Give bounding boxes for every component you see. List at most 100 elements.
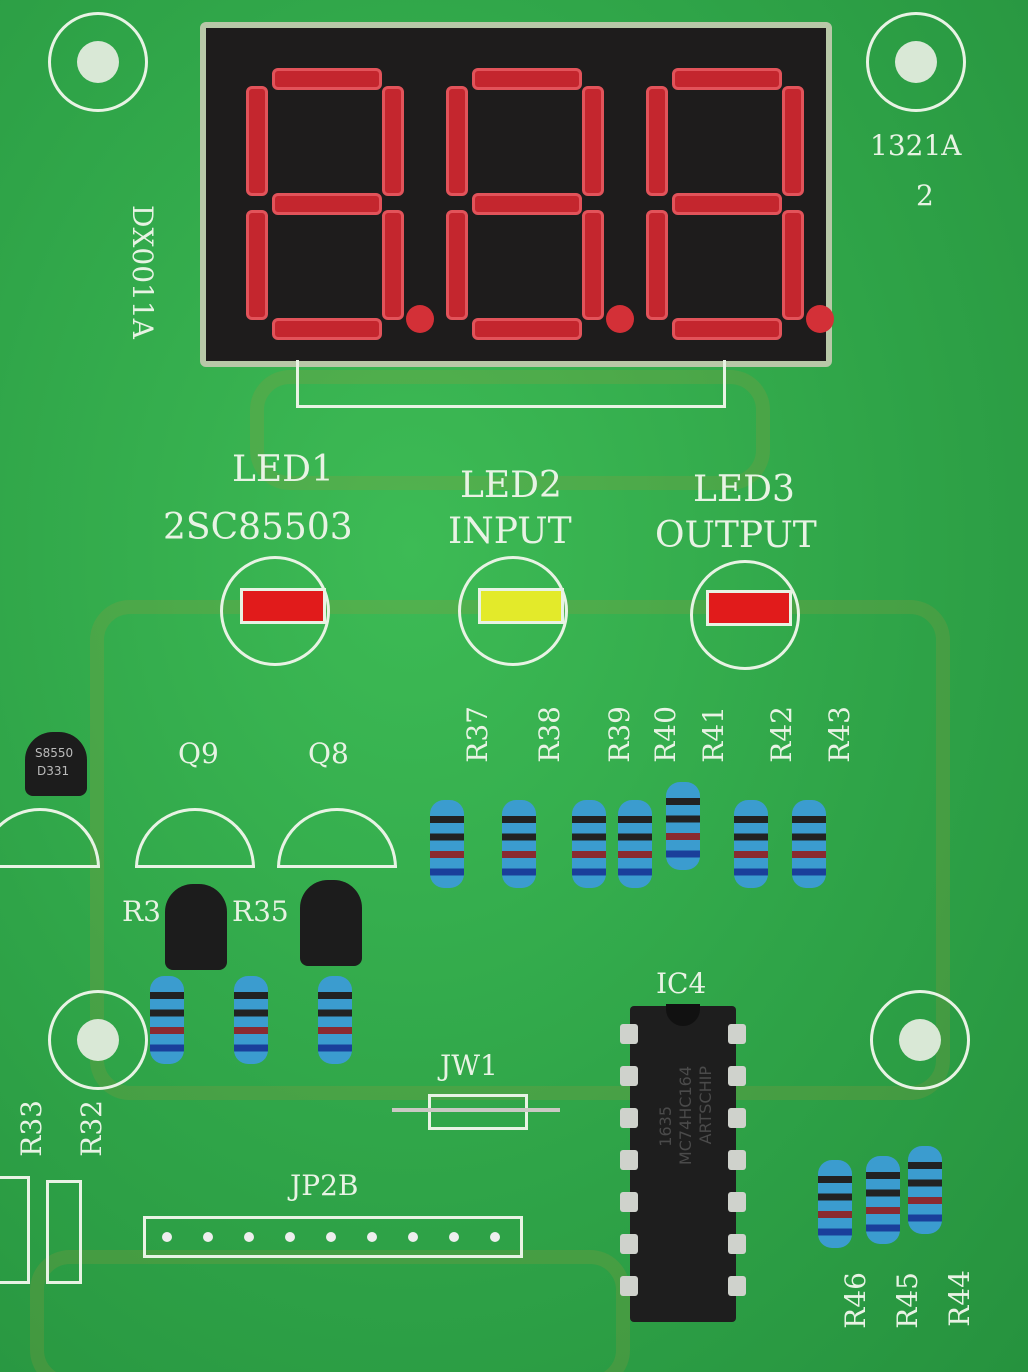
part-number: DX0011A bbox=[126, 205, 159, 339]
display-digit bbox=[242, 68, 434, 340]
r44-designator: R44 bbox=[943, 1270, 976, 1327]
resistor-designator: R38 bbox=[533, 706, 566, 763]
r33-designator: R33 bbox=[15, 1100, 48, 1157]
r33-outline bbox=[0, 1176, 30, 1284]
mounting-hole bbox=[48, 12, 148, 112]
header-pin bbox=[285, 1232, 295, 1242]
resistor-designator: R41 bbox=[697, 706, 730, 763]
resistor bbox=[866, 1156, 900, 1244]
mounting-hole bbox=[866, 12, 966, 112]
ic-notch bbox=[666, 1004, 700, 1026]
led2-yellow bbox=[478, 588, 564, 624]
display-outline bbox=[296, 360, 726, 408]
segment bbox=[672, 68, 782, 90]
led1-red bbox=[240, 588, 326, 624]
led3-outline bbox=[690, 560, 800, 670]
resistor bbox=[908, 1146, 942, 1234]
copper-trace bbox=[30, 1250, 630, 1372]
resistor bbox=[318, 976, 352, 1064]
jumper-wire bbox=[392, 1108, 560, 1112]
r45-designator: R45 bbox=[891, 1272, 924, 1329]
ic-pin bbox=[620, 1024, 638, 1044]
ic-pin bbox=[620, 1276, 638, 1296]
led2-outline bbox=[458, 556, 568, 666]
segment bbox=[646, 210, 668, 320]
resistor bbox=[150, 976, 184, 1064]
mounting-hole bbox=[870, 990, 970, 1090]
jw1-outline bbox=[428, 1094, 528, 1130]
resistor bbox=[818, 1160, 852, 1248]
jp2b-designator: JP2B bbox=[290, 1169, 359, 1202]
header-pin bbox=[449, 1232, 459, 1242]
transistor-q8 bbox=[300, 880, 362, 966]
ic-pin bbox=[620, 1066, 638, 1086]
r32-designator: R32 bbox=[75, 1100, 108, 1157]
ic-marking: MC74HC164 bbox=[676, 1066, 695, 1166]
segment bbox=[246, 86, 268, 196]
segment bbox=[472, 68, 582, 90]
revision: 1321A bbox=[870, 129, 962, 162]
led3-label: OUTPUT bbox=[655, 515, 817, 556]
decimal-point bbox=[406, 305, 434, 333]
header-pin bbox=[203, 1232, 213, 1242]
ic-pin bbox=[620, 1192, 638, 1212]
segment bbox=[382, 86, 404, 196]
ic4-chip: ARTSCHIP MC74HC164 1635 bbox=[620, 1004, 746, 1322]
segment bbox=[382, 210, 404, 320]
segment bbox=[672, 318, 782, 340]
led1-outline bbox=[220, 556, 330, 666]
display-digit bbox=[642, 68, 834, 340]
led1-label: 2SC85503 bbox=[163, 507, 353, 548]
header-pin bbox=[244, 1232, 254, 1242]
resistor-designator: R42 bbox=[765, 706, 798, 763]
ic-marking: 1635 bbox=[656, 1106, 675, 1147]
led3-red bbox=[706, 590, 792, 626]
display-digit bbox=[442, 68, 634, 340]
header-pin bbox=[162, 1232, 172, 1242]
resistor-designator: R40 bbox=[649, 706, 682, 763]
resistor bbox=[572, 800, 606, 888]
resistor-designator: R39 bbox=[603, 706, 636, 763]
ic-pin bbox=[620, 1234, 638, 1254]
resistor bbox=[666, 782, 700, 870]
segment bbox=[272, 318, 382, 340]
ic-pin bbox=[728, 1150, 746, 1170]
resistor bbox=[502, 800, 536, 888]
segment bbox=[472, 318, 582, 340]
segment bbox=[246, 210, 268, 320]
segment bbox=[472, 193, 582, 215]
copper-trace bbox=[250, 370, 770, 490]
resistor-designator: R43 bbox=[823, 706, 856, 763]
ic4-designator: IC4 bbox=[656, 967, 707, 1000]
segment bbox=[446, 86, 468, 196]
segment bbox=[446, 210, 468, 320]
led1-designator: LED1 bbox=[232, 449, 334, 490]
revision-sub: 2 bbox=[916, 179, 934, 212]
transistor-marking: D331 bbox=[37, 764, 70, 778]
ic-pin bbox=[728, 1276, 746, 1296]
ic-pin bbox=[728, 1024, 746, 1044]
resistor-designator: R37 bbox=[461, 706, 494, 763]
ic-pin bbox=[728, 1192, 746, 1212]
q8-designator: Q8 bbox=[308, 737, 349, 770]
segment bbox=[782, 210, 804, 320]
ic-pin bbox=[620, 1108, 638, 1128]
transistor-s8550: S8550 D331 bbox=[25, 732, 87, 796]
ic-pin bbox=[728, 1234, 746, 1254]
segment bbox=[782, 86, 804, 196]
transistor-q9 bbox=[165, 884, 227, 970]
segment bbox=[272, 68, 382, 90]
ic-pin bbox=[620, 1150, 638, 1170]
resistor bbox=[734, 800, 768, 888]
segment bbox=[582, 86, 604, 196]
resistor bbox=[792, 800, 826, 888]
q9-designator: Q9 bbox=[178, 737, 219, 770]
transistor-marking: S8550 bbox=[35, 746, 74, 760]
r35-designator: R35 bbox=[232, 895, 289, 928]
segment bbox=[672, 193, 782, 215]
ic-pin bbox=[728, 1066, 746, 1086]
decimal-point bbox=[806, 305, 834, 333]
led3-designator: LED3 bbox=[693, 469, 795, 510]
led2-designator: LED2 bbox=[460, 465, 562, 506]
